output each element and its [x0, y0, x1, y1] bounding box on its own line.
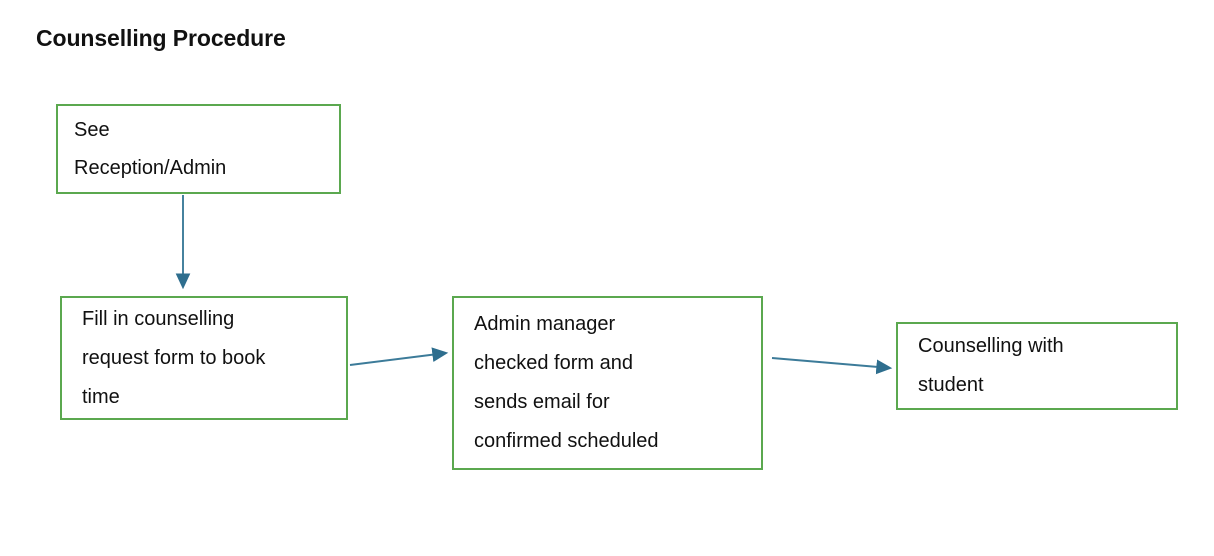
flow-node-label: Admin manager checked form and sends ema…	[474, 313, 659, 452]
flow-node-label: See Reception/Admin	[74, 119, 227, 179]
arrow-fill-form-to-admin-manager	[349, 347, 449, 366]
flow-node-fill-form[interactable]: Fill in counselling request form to book…	[60, 296, 348, 420]
flow-node-label: Fill in counselling request form to book…	[82, 307, 266, 408]
flow-node-admin-manager[interactable]: Admin manager checked form and sends ema…	[452, 296, 763, 470]
arrow-admin-manager-to-counselling-student	[771, 357, 893, 375]
page-title: Counselling Procedure	[36, 25, 286, 51]
flow-node-label: Counselling with student	[918, 335, 1064, 396]
flow-node-counselling-student[interactable]: Counselling with student	[896, 322, 1178, 410]
flow-node-see-reception[interactable]: See Reception/Admin	[56, 104, 341, 194]
